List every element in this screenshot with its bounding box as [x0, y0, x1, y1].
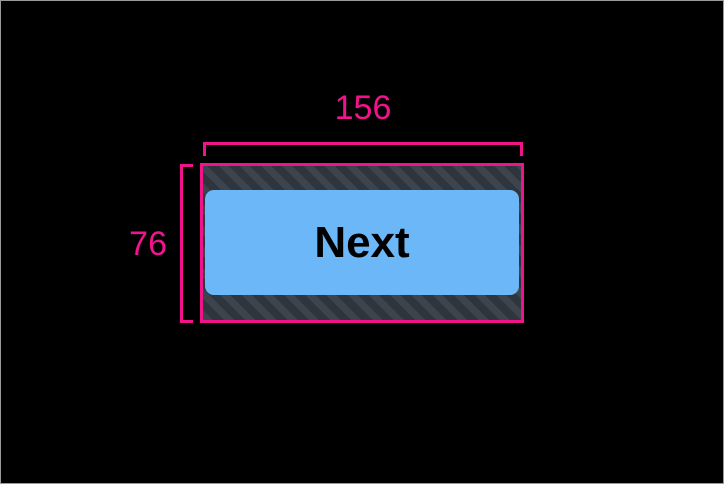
next-button[interactable]: Next [205, 190, 519, 295]
width-measurement-label: 156 [334, 89, 392, 127]
height-measurement-bracket [180, 164, 193, 323]
width-measurement-bracket [203, 142, 523, 156]
height-measurement-label: 76 [129, 224, 167, 263]
next-button-label: Next [314, 217, 410, 267]
measured-element-highlight[interactable]: Next [200, 163, 524, 323]
